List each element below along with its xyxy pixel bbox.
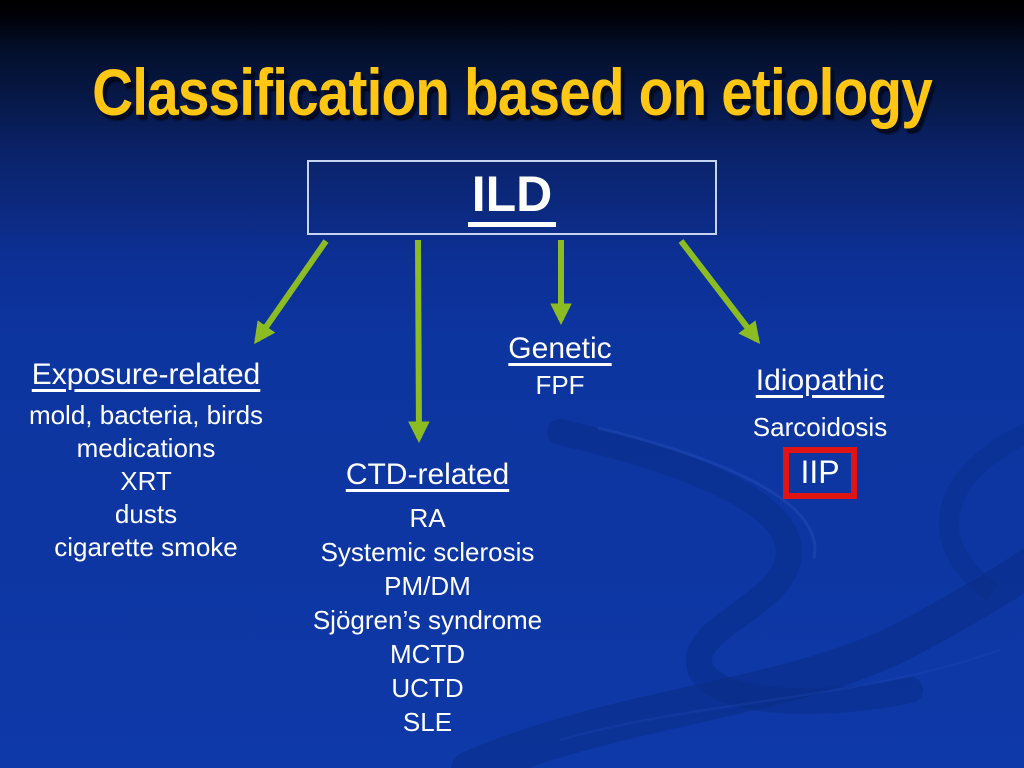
branch-ctd-item: RA <box>409 503 446 533</box>
branch-genetic-item: FPF <box>535 370 585 400</box>
branch-genetic-heading: Genetic <box>508 332 612 365</box>
slide-title: Classification based on etiology <box>92 55 933 129</box>
branch-idiopathic: Idiopathic Sarcoidosis IIP <box>718 362 922 499</box>
branch-ctd-item: PM/DM <box>384 571 471 601</box>
branch-exposure-item: XRT <box>120 466 172 496</box>
arrow-ild-to-ctd <box>408 239 430 444</box>
branch-ctd-item: Sjögren’s syndrome <box>312 605 543 635</box>
ild-root-node: ILD <box>307 160 717 235</box>
branch-ctd-item: UCTD <box>391 673 464 703</box>
branch-exposure-item: dusts <box>114 499 178 529</box>
iip-highlight-box: IIP <box>783 447 857 499</box>
branch-exposure-heading: Exposure-related <box>31 358 261 391</box>
branch-idiopathic-item: Sarcoidosis <box>752 412 888 442</box>
arrow-ild-to-exposure <box>254 239 329 345</box>
branch-ctd-item: SLE <box>402 707 453 737</box>
branch-exposure-item: medications <box>76 433 216 463</box>
iip-highlight-wrap: IIP <box>718 447 922 499</box>
branch-idiopathic-heading: Idiopathic <box>755 364 885 397</box>
branch-ctd: CTD-related RA Systemic sclerosis PM/DM … <box>275 456 580 739</box>
branch-genetic: Genetic FPF <box>460 330 660 402</box>
branch-exposure-item: mold, bacteria, birds <box>28 400 264 430</box>
branch-exposure-item: cigarette smoke <box>54 532 238 562</box>
arrow-ild-to-idiopathic <box>678 239 761 344</box>
ild-root-node-label: ILD <box>467 169 557 227</box>
branch-exposure: Exposure-related mold, bacteria, birds m… <box>0 356 292 564</box>
branch-ctd-heading: CTD-related <box>345 458 510 491</box>
branch-ctd-item: MCTD <box>389 639 466 669</box>
branch-ctd-item: Systemic sclerosis <box>320 537 535 567</box>
